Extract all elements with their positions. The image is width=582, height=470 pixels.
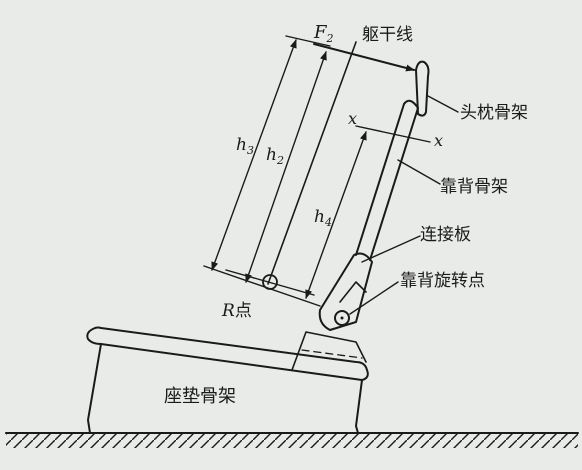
headrest-frame [415,60,430,117]
axis-x-right-label: x [434,131,443,150]
connecting-plate [318,252,373,331]
force-label: F2 [313,22,334,45]
connecting-plate-label: 连接板 [420,225,471,245]
pivot-point-label: 靠背旋转点 [400,271,485,291]
backrest-frame-label: 靠背骨架 [440,177,508,197]
pivot-point [334,310,350,326]
ground-hatching [6,434,578,448]
h4-label: h4 [314,207,332,229]
r-point-label: R点 [221,301,252,321]
x-axis-line [355,125,431,143]
leader-headrest [427,95,459,113]
top-reference-line [285,35,331,47]
force-arrow [313,43,415,72]
leader-backrest [397,159,441,185]
torso-line-label: 躯干线 [362,25,413,45]
ground [5,432,579,448]
dimension-h2 [245,51,327,283]
dimension-h4 [305,131,367,299]
seat-cushion-frame [86,326,369,434]
headrest-frame-label: 头枕骨架 [460,103,528,123]
r-point-marker [225,269,315,296]
seat-frame-label: 座垫骨架 [164,386,236,407]
leader-pivot [349,281,399,315]
h2-label: h2 [266,145,284,167]
base-reference-line [203,265,321,307]
leader-plate [361,235,421,263]
h3-label: h3 [236,135,254,157]
backrest-frame [355,99,419,261]
axis-x-left-label: x [348,109,357,128]
